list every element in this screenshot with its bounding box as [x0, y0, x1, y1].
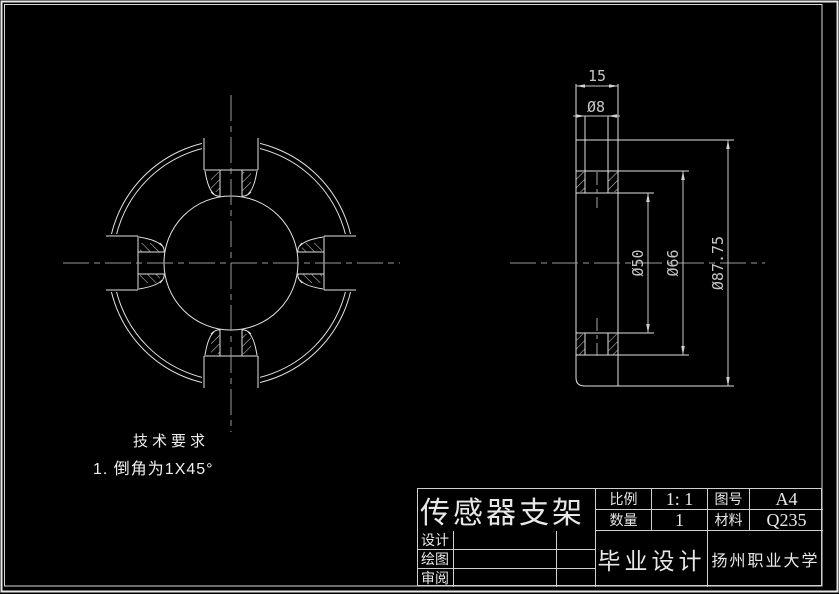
dimension-bore: Ø50 — [629, 193, 650, 333]
dimension-thickness: 15 — [576, 67, 618, 88]
organization-name: 扬州职业大学 — [711, 553, 820, 570]
qty-value: 1 — [652, 510, 708, 531]
review-name-cell — [454, 569, 557, 587]
dim-text-d50: Ø50 — [629, 249, 647, 276]
draft-date-cell — [557, 550, 596, 569]
dim-text-15: 15 — [588, 67, 606, 85]
front-view — [63, 95, 400, 432]
qty-label: 数量 — [596, 510, 652, 531]
dimension-hole: Ø8 — [573, 98, 620, 118]
review-label: 审阅 — [418, 569, 454, 587]
scale-value: 1: 1 — [652, 489, 708, 510]
design-label: 设计 — [418, 531, 454, 550]
note-item: 1. 倒角为1X45° — [93, 461, 214, 478]
scale-label: 比例 — [596, 489, 652, 510]
part-name: 传感器支架 — [418, 489, 596, 531]
material-value: Q235 — [750, 510, 823, 531]
dim-text-d66: Ø66 — [664, 249, 682, 276]
drawing-no-label: 图号 — [708, 489, 750, 510]
technical-note: 技术要求 1. 倒角为1X45° — [93, 430, 214, 479]
design-name-cell — [454, 531, 557, 550]
dimension-outer-dia: Ø87.75 — [709, 140, 730, 386]
title-block: 传感器支架 比例 1: 1 图号 A4 数量 1 材料 Q235 设计 绘图 审… — [417, 488, 823, 587]
body-faces — [575, 84, 619, 387]
slot-right — [297, 234, 367, 292]
draft-name-cell — [454, 550, 557, 569]
dim-text-d8: Ø8 — [587, 98, 605, 116]
section-view: 15 Ø8 Ø50 Ø66 Ø87.75 — [510, 67, 765, 387]
dim-text-d8775: Ø87.75 — [709, 236, 727, 290]
design-date-cell — [557, 531, 596, 550]
draft-label: 绘图 — [418, 550, 454, 569]
project-name: 毕业设计 — [596, 531, 708, 587]
dimension-slot-bottom-dia: Ø66 — [664, 171, 685, 355]
drawing-no-value: A4 — [750, 489, 823, 510]
material-label: 材料 — [708, 510, 750, 531]
note-heading: 技术要求 — [133, 433, 210, 450]
inner-frame — [4, 4, 823, 587]
review-date-cell — [557, 569, 596, 587]
